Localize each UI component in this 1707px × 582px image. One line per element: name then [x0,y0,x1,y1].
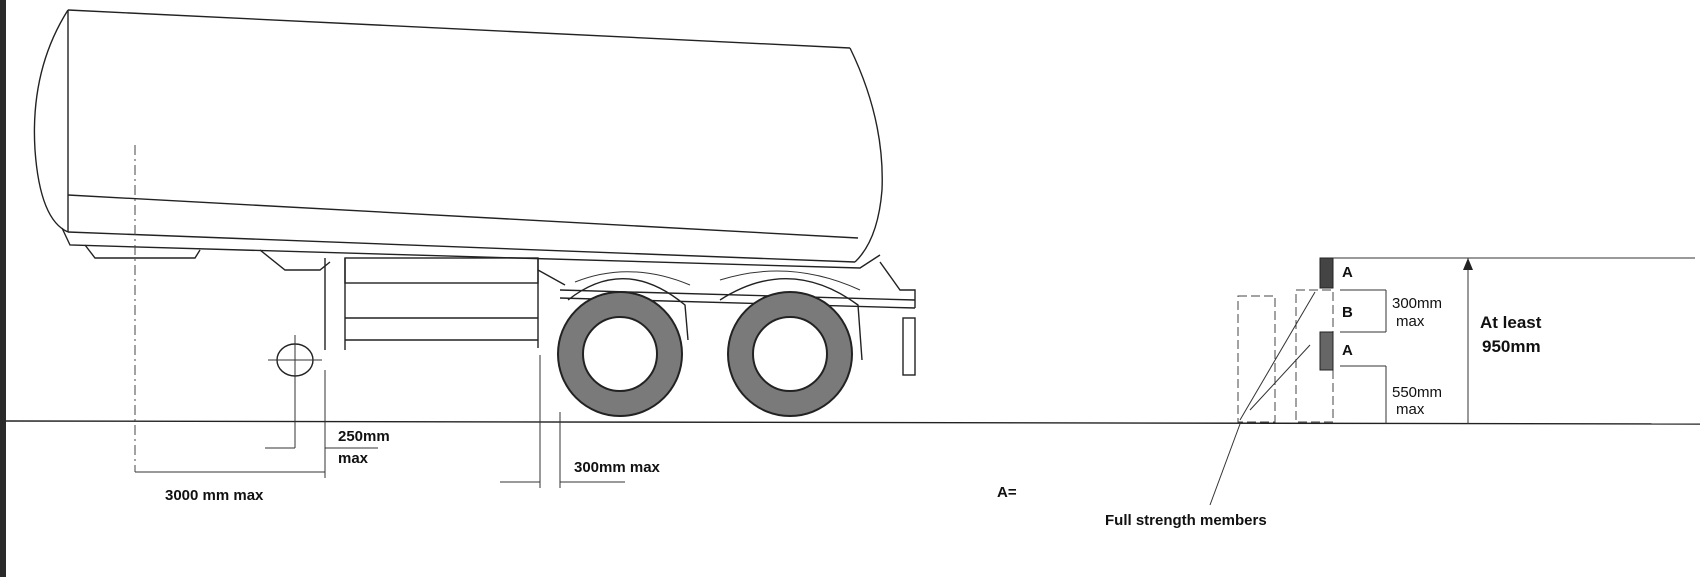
label-550mm: 550mm [1392,384,1442,401]
ground-line [5,420,1701,425]
wheel-rear [727,291,853,417]
side-guard-detail [1209,257,1695,506]
label-300mm-b: 300mm [1392,295,1442,312]
label-a-top: A [1342,264,1353,281]
kingpin-symbol [268,335,322,448]
label-300mm-b-max: max [1396,313,1425,330]
wheel-front [557,291,683,417]
tanker-tank [33,9,883,271]
label-a-equals: A= [997,484,1017,501]
label-b: B [1342,304,1353,321]
dimension-lines [134,145,625,488]
label-250mm-max: max [338,450,369,467]
label-full-strength-members: Full strength members [1105,512,1267,529]
label-a-low: A [1342,342,1353,359]
label-550mm-max: max [1396,401,1425,418]
chassis [324,257,916,376]
frame-left-border [0,0,6,577]
label-at-least: At least [1480,313,1542,332]
label-300mm-wheel: 300mm max [574,459,661,476]
label-950mm: 950mm [1482,337,1541,356]
label-250mm: 250mm [338,428,390,445]
label-3000mm: 3000 mm max [165,487,264,504]
